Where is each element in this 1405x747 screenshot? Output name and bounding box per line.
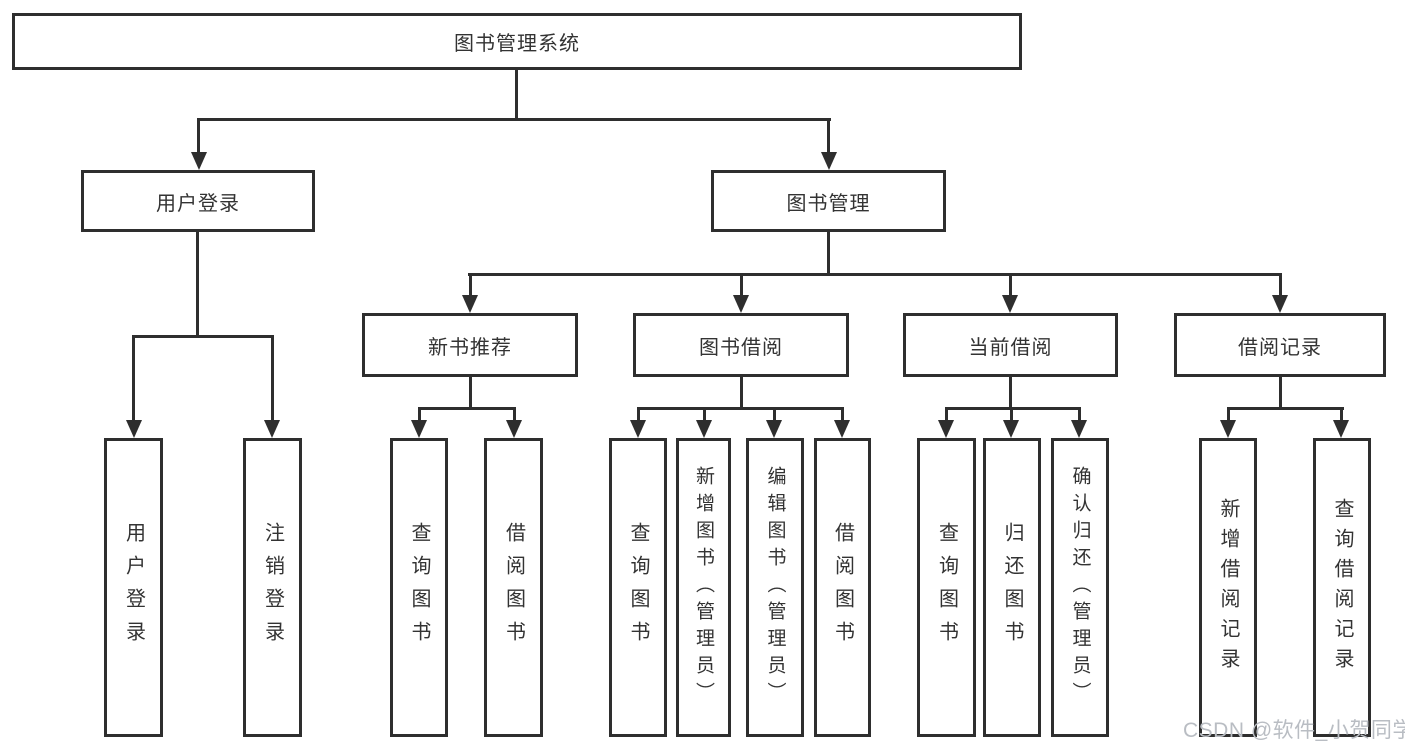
connector-line: [513, 407, 516, 422]
arrowhead-down-icon: [630, 420, 646, 438]
node-leaf-query-borrow-record: 查询借阅记录: [1313, 438, 1371, 737]
node-label: 用户登录: [122, 521, 145, 654]
node-label: 新增借阅记录: [1217, 497, 1239, 678]
connector-line: [740, 273, 743, 297]
node-leaf-edit-book-admin: 编辑图书（管理员）: [746, 438, 804, 737]
connector-line: [132, 335, 135, 422]
node-current-borrow: 当前借阅: [903, 313, 1118, 377]
arrowhead-down-icon: [821, 152, 837, 170]
connector-line: [1227, 407, 1230, 422]
connector-line: [945, 407, 948, 422]
node-leaf-query-book-recommend: 查询图书: [390, 438, 448, 737]
connector-line: [945, 407, 1081, 410]
connector-line: [418, 407, 516, 410]
connector-line: [468, 273, 1282, 276]
node-label: 确认归还（管理员）: [1069, 466, 1091, 709]
arrowhead-down-icon: [1003, 420, 1019, 438]
connector-line: [827, 118, 830, 154]
connector-line: [1279, 377, 1282, 407]
node-leaf-query-book-borrow: 查询图书: [609, 438, 667, 737]
arrowhead-down-icon: [834, 420, 850, 438]
arrowhead-down-icon: [1333, 420, 1349, 438]
node-book-borrow: 图书借阅: [633, 313, 849, 377]
node-leaf-query-book-current: 查询图书: [917, 438, 976, 737]
node-label: 借阅图书: [831, 521, 854, 654]
node-label: 归还图书: [1001, 521, 1023, 654]
node-label: 编辑图书（管理员）: [764, 466, 786, 709]
arrowhead-down-icon: [1002, 295, 1018, 313]
node-label: 查询图书: [408, 521, 430, 654]
connector-line: [1009, 273, 1012, 297]
node-book-management: 图书管理: [711, 170, 946, 232]
csdn-watermark: CSDN @软件_小贺同学: [1183, 719, 1405, 742]
connector-line: [637, 407, 640, 422]
connector-line: [827, 232, 830, 273]
arrowhead-down-icon: [264, 420, 280, 438]
node-new-book-recommend: 新书推荐: [362, 313, 578, 377]
node-leaf-confirm-return-admin: 确认归还（管理员）: [1051, 438, 1109, 737]
node-leaf-add-borrow-record: 新增借阅记录: [1199, 438, 1257, 737]
arrowhead-down-icon: [696, 420, 712, 438]
connector-line: [271, 335, 274, 422]
node-leaf-borrow-book-recommend: 借阅图书: [484, 438, 543, 737]
node-label: 查询图书: [627, 521, 649, 654]
arrowhead-down-icon: [766, 420, 782, 438]
node-label: 注销登录: [261, 521, 284, 654]
connector-line: [197, 118, 200, 154]
arrowhead-down-icon: [126, 420, 142, 438]
node-label: 新书推荐: [428, 336, 512, 359]
connector-line: [197, 118, 831, 121]
connector-line: [418, 407, 421, 422]
node-label: 用户登录: [156, 192, 240, 215]
connector-line: [740, 377, 743, 407]
connector-line: [196, 232, 199, 335]
connector-line: [515, 70, 518, 118]
node-label: 借阅记录: [1238, 336, 1322, 359]
node-user-login-group: 用户登录: [81, 170, 315, 232]
node-label: 图书管理系统: [454, 33, 580, 55]
node-borrow-records: 借阅记录: [1174, 313, 1386, 377]
connector-line: [703, 407, 706, 422]
connector-line: [469, 377, 472, 407]
node-library-system-root: 图书管理系统: [12, 13, 1022, 70]
connector-line: [1340, 407, 1343, 422]
node-leaf-user-login: 用户登录: [104, 438, 163, 737]
connector-line: [132, 335, 274, 338]
node-label: 图书借阅: [699, 336, 783, 359]
connector-line: [1227, 407, 1344, 410]
arrowhead-down-icon: [938, 420, 954, 438]
node-label: 当前借阅: [968, 336, 1053, 359]
node-label: 借阅图书: [502, 521, 525, 654]
arrowhead-down-icon: [462, 295, 478, 313]
arrowhead-down-icon: [733, 295, 749, 313]
node-leaf-add-book-admin: 新增图书（管理员）: [676, 438, 731, 737]
node-label: 查询借阅记录: [1331, 497, 1353, 678]
arrowhead-down-icon: [1272, 295, 1288, 313]
node-leaf-logout: 注销登录: [243, 438, 302, 737]
arrowhead-down-icon: [191, 152, 207, 170]
arrowhead-down-icon: [1071, 420, 1087, 438]
connector-line: [469, 273, 472, 297]
node-label: 图书管理: [786, 192, 871, 215]
connector-line: [1279, 273, 1282, 297]
connector-line: [637, 407, 844, 410]
node-label: 查询图书: [935, 521, 958, 654]
connector-line: [1078, 407, 1081, 422]
node-leaf-borrow-book: 借阅图书: [814, 438, 871, 737]
arrowhead-down-icon: [506, 420, 522, 438]
node-label: 新增图书（管理员）: [693, 466, 714, 709]
node-leaf-return-book: 归还图书: [983, 438, 1041, 737]
arrowhead-down-icon: [1220, 420, 1236, 438]
connector-line: [1009, 377, 1012, 407]
connector-line: [773, 407, 776, 422]
arrowhead-down-icon: [411, 420, 427, 438]
connector-line: [1010, 407, 1013, 422]
connector-line: [841, 407, 844, 422]
